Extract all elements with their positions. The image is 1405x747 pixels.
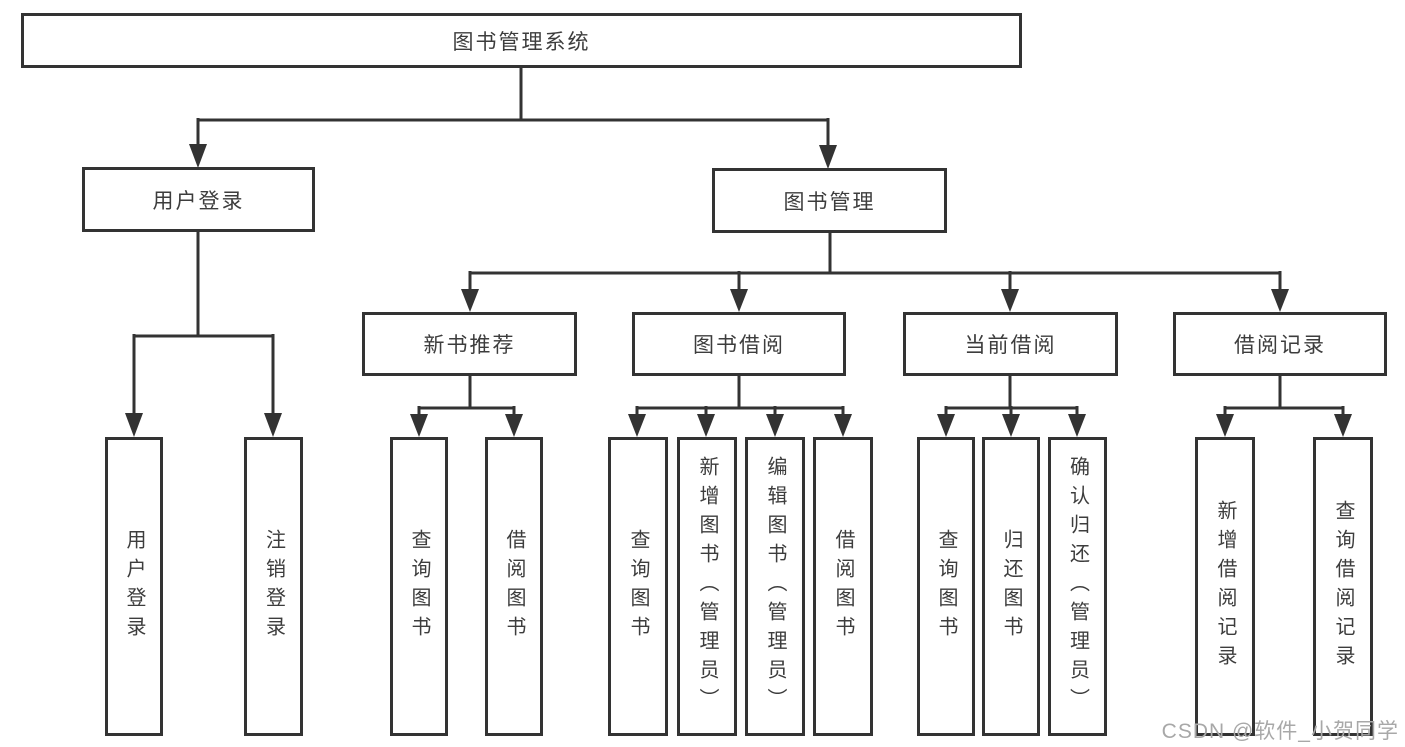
leaf-query-book-a: 查询图书 — [390, 437, 448, 736]
node-root: 图书管理系统 — [21, 13, 1022, 68]
edge-root-to-level2 — [189, 68, 837, 169]
leaf-add-record: 新增借阅记录 — [1195, 437, 1255, 736]
leaf-confirm-return-label: 确认归还（管理员） — [1066, 456, 1089, 717]
leaf-return-book: 归还图书 — [982, 437, 1040, 736]
edge-book-borrowing-children — [628, 376, 852, 437]
leaf-logout: 注销登录 — [244, 437, 303, 736]
leaf-query-book-c-label: 查询图书 — [935, 528, 957, 645]
leaf-query-record-label: 查询借阅记录 — [1332, 499, 1354, 674]
leaf-user-login: 用户登录 — [105, 437, 163, 736]
node-current-borrowing: 当前借阅 — [903, 312, 1118, 376]
edge-book-management-children — [461, 233, 1289, 312]
node-new-book-recommend: 新书推荐 — [362, 312, 577, 376]
node-book-borrowing-label: 图书借阅 — [693, 334, 785, 357]
leaf-query-book-a-label: 查询图书 — [408, 528, 430, 645]
leaf-edit-book-label: 编辑图书（管理员） — [764, 456, 786, 717]
edge-user-login-children — [125, 232, 282, 437]
node-current-borrowing-label: 当前借阅 — [964, 334, 1057, 357]
leaf-confirm-return: 确认归还（管理员） — [1048, 437, 1107, 736]
leaf-borrow-book-a: 借阅图书 — [485, 437, 543, 736]
leaf-borrow-book-b-label: 借阅图书 — [832, 528, 854, 645]
leaf-logout-label: 注销登录 — [262, 528, 285, 645]
leaf-query-book-b: 查询图书 — [608, 437, 668, 736]
node-user-login-label: 用户登录 — [152, 189, 245, 213]
node-root-label: 图书管理系统 — [452, 30, 591, 54]
node-book-management-label: 图书管理 — [783, 190, 876, 214]
node-new-book-recommend-label: 新书推荐 — [423, 334, 516, 357]
csdn-watermark: CSDN @软件_小贺同学 — [1161, 720, 1399, 743]
leaf-borrow-book-b: 借阅图书 — [813, 437, 873, 736]
leaf-query-book-c: 查询图书 — [917, 437, 975, 736]
leaf-return-book-label: 归还图书 — [1000, 528, 1022, 645]
node-borrowing-records: 借阅记录 — [1173, 312, 1387, 376]
node-user-login: 用户登录 — [82, 167, 315, 232]
leaf-add-book-label: 新增图书（管理员） — [696, 456, 718, 717]
edge-current-borrowing-children — [937, 376, 1086, 437]
leaf-edit-book: 编辑图书（管理员） — [745, 437, 805, 736]
edge-new-book-recommend-children — [410, 376, 523, 437]
leaf-add-book: 新增图书（管理员） — [677, 437, 737, 736]
node-borrowing-records-label: 借阅记录 — [1234, 334, 1326, 357]
leaf-borrow-book-a-label: 借阅图书 — [503, 528, 525, 645]
leaf-user-login-label: 用户登录 — [123, 528, 145, 645]
node-book-borrowing: 图书借阅 — [632, 312, 846, 376]
leaf-add-record-label: 新增借阅记录 — [1214, 499, 1236, 674]
edge-borrowing-records-children — [1216, 376, 1352, 437]
leaf-query-record: 查询借阅记录 — [1313, 437, 1373, 736]
node-book-management: 图书管理 — [712, 168, 947, 233]
leaf-query-book-b-label: 查询图书 — [627, 528, 649, 645]
